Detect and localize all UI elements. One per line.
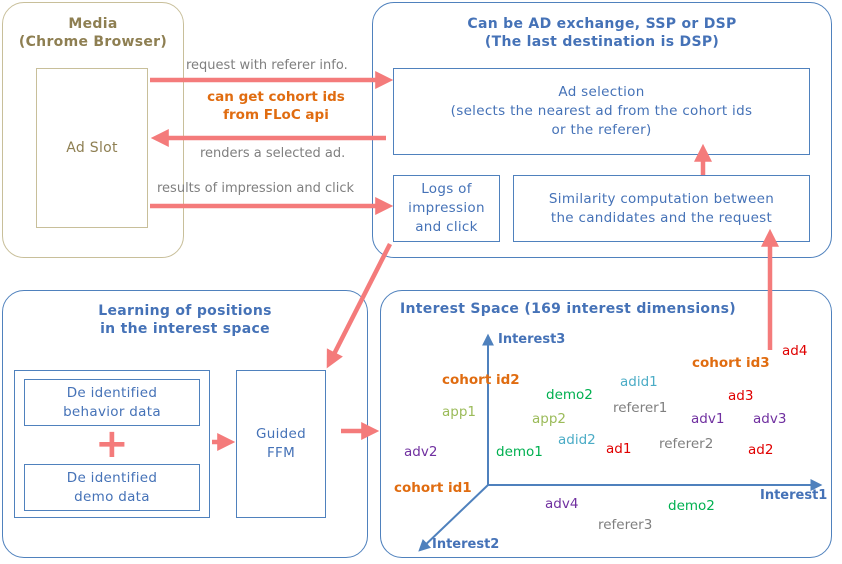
label-ad3: ad3 bbox=[728, 388, 754, 404]
label-adv2: adv2 bbox=[404, 444, 438, 460]
interest-space-title: Interest Space (169 interest dimensions) bbox=[400, 301, 736, 317]
label-adv1: adv1 bbox=[691, 411, 725, 427]
similarity-box: Similarity computation between the candi… bbox=[513, 175, 810, 242]
demo-data-box: De identified demo data bbox=[24, 464, 200, 511]
guided-ffm-box: Guided FFM bbox=[236, 370, 326, 518]
behavior-data-box: De identified behavior data bbox=[24, 379, 200, 426]
learning-panel bbox=[2, 290, 368, 558]
label-app1: app1 bbox=[442, 404, 477, 420]
logs-to-ffm-arrow bbox=[326, 242, 393, 369]
label-ad4: ad4 bbox=[782, 343, 808, 359]
media-title: Media (Chrome Browser) bbox=[18, 16, 168, 50]
label-app2: app2 bbox=[532, 411, 567, 427]
label-referer1: referer1 bbox=[613, 400, 668, 416]
logs-box: Logs of impression and click bbox=[393, 175, 500, 242]
interest2-label: Interest2 bbox=[432, 537, 500, 552]
interest-space-panel bbox=[380, 290, 832, 558]
label-demo2: demo2 bbox=[546, 387, 593, 403]
label-demo2: demo2 bbox=[668, 498, 715, 514]
label-demo1: demo1 bbox=[496, 444, 543, 460]
label-adid1: adid1 bbox=[620, 374, 658, 390]
ad-selection-box: Ad selection (selects the nearest ad fro… bbox=[393, 68, 810, 155]
interest3-label: Interest3 bbox=[498, 332, 566, 347]
label-ad2: ad2 bbox=[748, 442, 774, 458]
request-caption: request with referer info. bbox=[186, 58, 348, 73]
plus-sign: + bbox=[95, 421, 129, 467]
data-group-box bbox=[14, 370, 210, 518]
label-cohort-id3: cohort id3 bbox=[692, 355, 770, 371]
exchange-panel bbox=[372, 2, 832, 258]
ad-slot-box: Ad Slot bbox=[36, 68, 148, 228]
interest1-label: Interest1 bbox=[760, 488, 828, 503]
label-adid2: adid2 bbox=[558, 432, 596, 448]
label-adv3: adv3 bbox=[753, 411, 787, 427]
label-referer3: referer3 bbox=[598, 517, 653, 533]
renders-caption: renders a selected ad. bbox=[200, 146, 346, 161]
learning-title: Learning of positions in the interest sp… bbox=[98, 303, 272, 337]
cohort-note: can get cohort ids from FLoC api bbox=[207, 89, 345, 123]
interest2-axis bbox=[418, 484, 489, 552]
exchange-title: Can be AD exchange, SSP or DSP (The last… bbox=[467, 16, 737, 50]
results-caption: results of impression and click bbox=[157, 181, 355, 196]
label-ad1: ad1 bbox=[606, 441, 632, 457]
label-cohort-id2: cohort id2 bbox=[442, 372, 520, 388]
label-adv4: adv4 bbox=[545, 496, 579, 512]
label-cohort-id1: cohort id1 bbox=[394, 480, 472, 496]
label-referer2: referer2 bbox=[659, 436, 714, 452]
